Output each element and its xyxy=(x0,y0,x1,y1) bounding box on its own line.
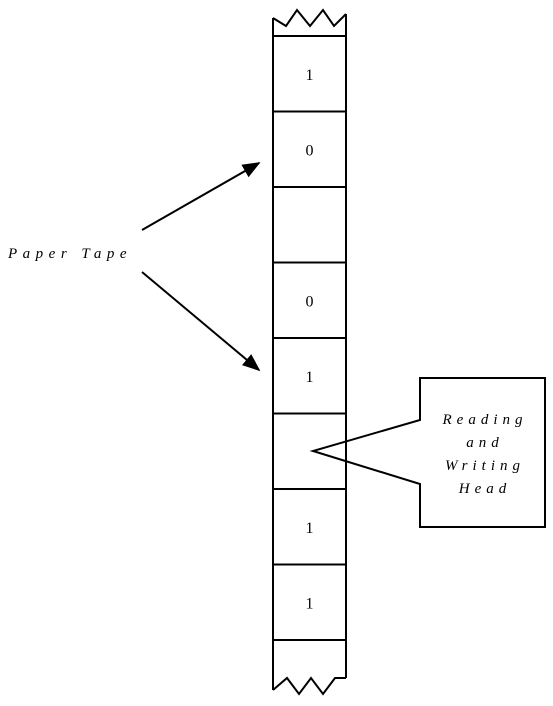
tape-torn-top-edge xyxy=(272,8,347,28)
tape-cell-value: 1 xyxy=(306,67,314,84)
head-label-line: and xyxy=(466,435,504,451)
tape-cell-dividers xyxy=(273,110,346,641)
arrow-to-tape-upper xyxy=(141,162,261,231)
tape-cell-value: 0 xyxy=(306,142,314,159)
tape-cell-values: 1 0 0 1 1 1 xyxy=(306,67,314,613)
tape-torn-bottom-edge xyxy=(272,676,346,696)
tape-cell-value: 1 xyxy=(306,595,314,612)
head-label-line: Head xyxy=(458,481,512,497)
head-label-line: Reading xyxy=(442,412,528,428)
arrow-to-tape-lower xyxy=(141,271,261,372)
tape-cell-value: 1 xyxy=(306,520,314,537)
head-callout-box xyxy=(309,377,546,528)
head-label-line: Writing xyxy=(445,458,525,474)
tape-cell-value: 1 xyxy=(306,369,314,386)
paper-tape-callout: Paper Tape xyxy=(7,162,261,372)
tape-cell-value: 0 xyxy=(306,293,314,310)
paper-tape-label: Paper Tape xyxy=(7,246,132,262)
paper-tape: 1 0 0 1 1 1 xyxy=(272,8,347,696)
